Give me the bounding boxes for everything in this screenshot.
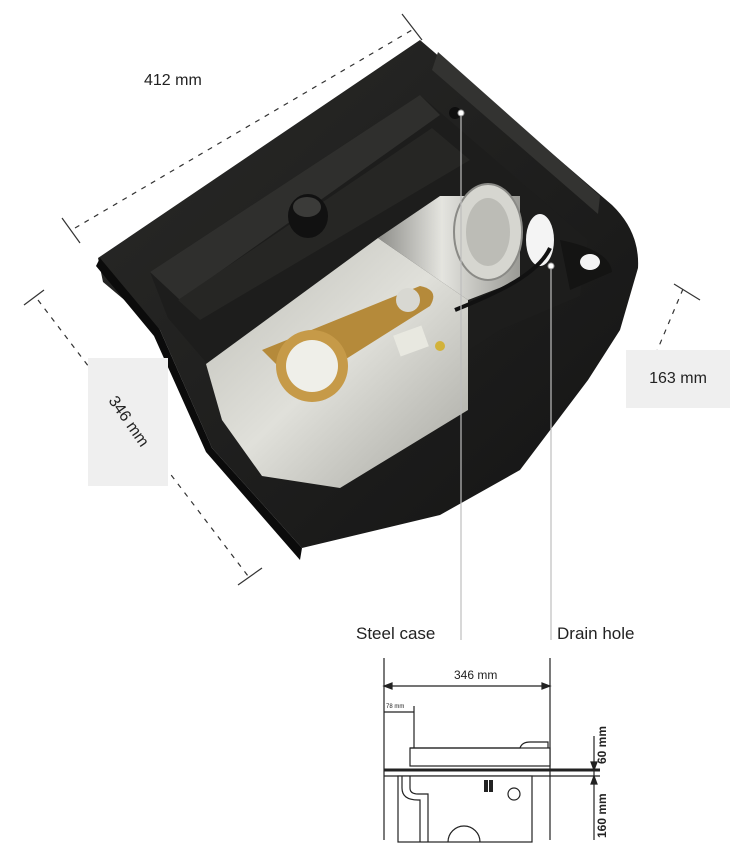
drain-marker bbox=[547, 262, 555, 270]
dimension-lines bbox=[23, 13, 701, 586]
drawing-top-height-label: 60 mm bbox=[595, 726, 609, 764]
height-dimension-label: 163 mm bbox=[626, 350, 730, 408]
motor-assembly bbox=[206, 183, 554, 488]
width-dimension-text: 346 mm bbox=[104, 393, 152, 451]
drawing-bottom-height-label: 160 mm bbox=[595, 793, 609, 838]
width-dimension-label: 346 mm bbox=[88, 358, 168, 486]
drawing-offset-label: 78 mm bbox=[386, 704, 404, 710]
callout-leaders bbox=[460, 113, 552, 640]
technical-drawing: 346 mm 78 mm 60 mm 160 mm bbox=[382, 658, 609, 843]
steel-case-label: Steel case bbox=[356, 624, 436, 643]
case-marker bbox=[457, 109, 465, 117]
drawing-width-label: 346 mm bbox=[454, 668, 497, 682]
drain-hole-label: Drain hole bbox=[557, 624, 635, 643]
length-dimension-label: 412 mm bbox=[144, 72, 202, 89]
